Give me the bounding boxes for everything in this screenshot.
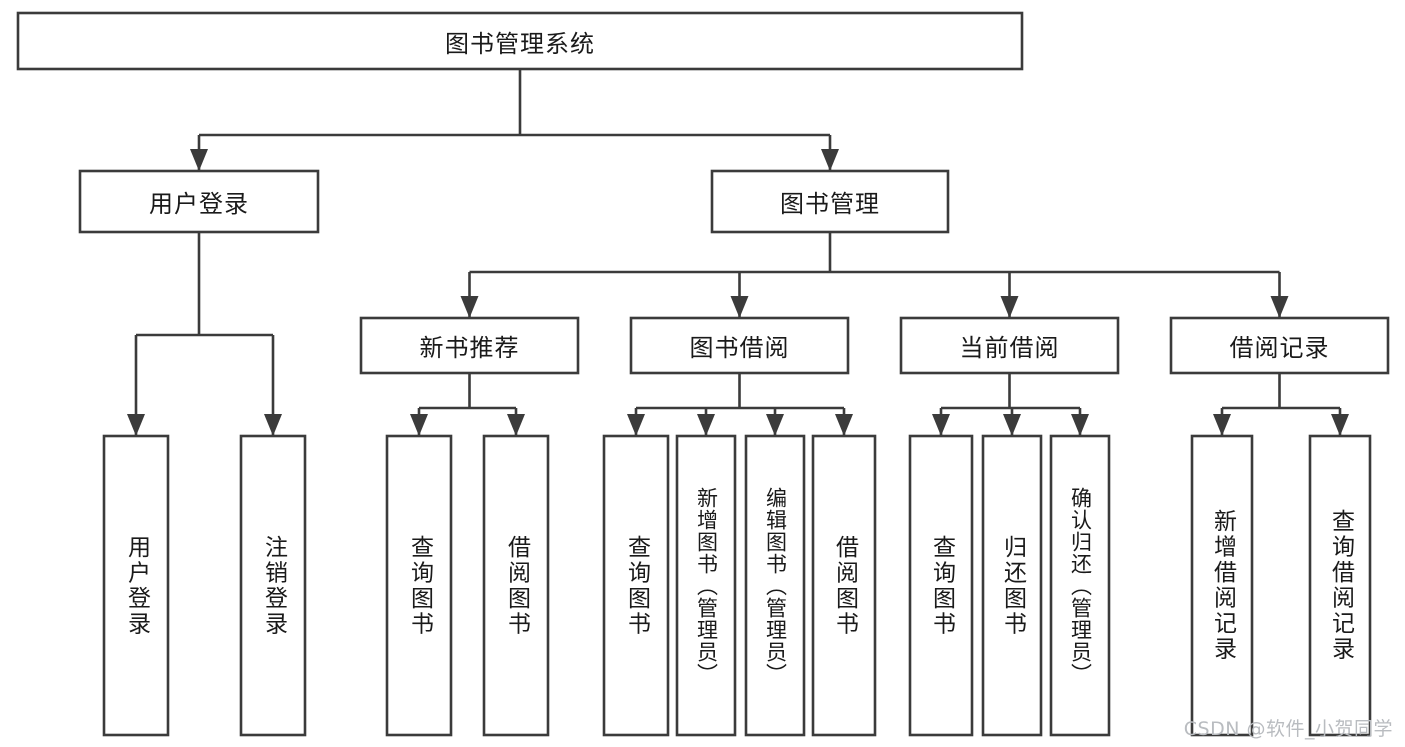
arrow-head-icon: [835, 414, 853, 436]
node-box-cb-confirm-return[interactable]: [1049, 434, 1111, 737]
arrow-head-icon: [460, 296, 479, 318]
node-box-br-add-record[interactable]: [1190, 434, 1254, 737]
arrow-head-icon: [821, 149, 839, 171]
node-box-user-login[interactable]: [78, 169, 320, 234]
node-box-root[interactable]: [16, 11, 1024, 71]
arrow-head-icon: [1270, 296, 1289, 318]
arrow-head-icon: [190, 149, 208, 171]
arrow-head-icon: [127, 414, 145, 436]
node-box-cb-query-book[interactable]: [908, 434, 974, 737]
node-box-borrow-records[interactable]: [1169, 316, 1390, 375]
arrow-head-icon: [627, 414, 645, 436]
node-box-user-logout[interactable]: [239, 434, 307, 737]
nodes-layer: [16, 11, 1390, 737]
node-box-br-query-record[interactable]: [1308, 434, 1372, 737]
node-box-new-book-recommend[interactable]: [359, 316, 580, 375]
node-box-book-management[interactable]: [710, 169, 950, 234]
node-box-bb-query-book[interactable]: [602, 434, 670, 737]
arrow-head-icon: [410, 414, 428, 436]
node-box-bb-borrow-book[interactable]: [811, 434, 877, 737]
arrow-head-icon: [766, 414, 784, 436]
arrow-head-icon: [932, 414, 950, 436]
arrow-head-icon: [697, 414, 715, 436]
arrow-head-icon: [264, 414, 282, 436]
arrow-head-icon: [1000, 296, 1019, 318]
node-box-user-login-do[interactable]: [102, 434, 170, 737]
watermark-text: CSDN @软件_小贺同学: [1183, 718, 1393, 740]
arrow-head-icon: [1071, 414, 1089, 436]
node-box-nbr-query-book[interactable]: [385, 434, 453, 737]
node-box-bb-edit-book[interactable]: [744, 434, 806, 737]
arrow-head-icon: [1213, 414, 1231, 436]
arrow-head-icon: [507, 414, 525, 436]
node-box-cb-return-book[interactable]: [981, 434, 1043, 737]
edges-layer: [127, 69, 1349, 436]
node-box-bb-add-book[interactable]: [675, 434, 737, 737]
node-box-current-borrow[interactable]: [899, 316, 1120, 375]
arrow-head-icon: [730, 296, 749, 318]
node-box-book-borrow[interactable]: [629, 316, 850, 375]
node-box-nbr-borrow-book[interactable]: [482, 434, 550, 737]
arrow-head-icon: [1003, 414, 1021, 436]
arrow-head-icon: [1331, 414, 1349, 436]
